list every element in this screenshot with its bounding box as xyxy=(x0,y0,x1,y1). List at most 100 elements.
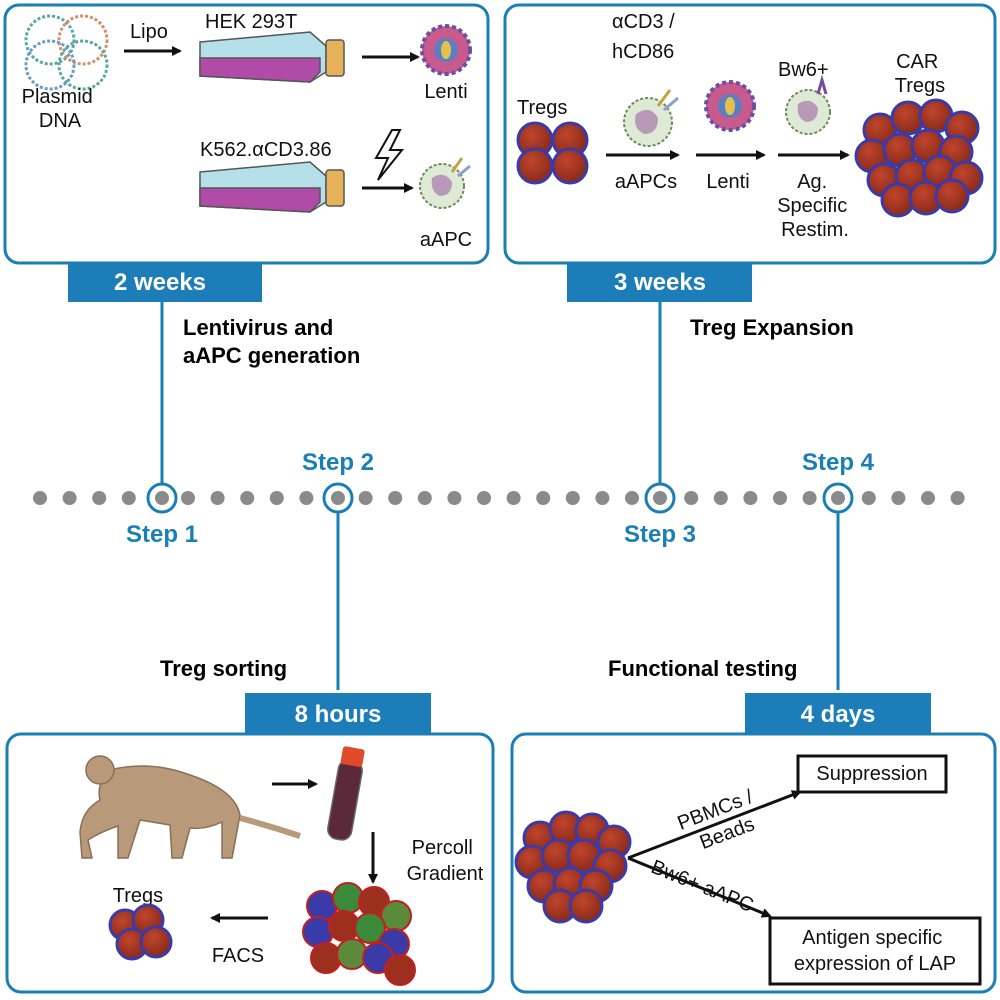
timeline-dot xyxy=(210,491,225,505)
lightning-icon xyxy=(374,129,405,181)
aapc-icon-panel2 xyxy=(623,89,679,147)
timeline-dot xyxy=(536,491,551,505)
duration-8-hours: 8 hours xyxy=(295,701,382,728)
duration-3-weeks: 3 weeks xyxy=(614,269,706,296)
timeline-dot xyxy=(565,491,580,505)
title-functional-testing: Functional testing xyxy=(608,656,797,681)
timeline-dot xyxy=(417,491,432,505)
title-lentivirus-line: Lentivirus and xyxy=(183,315,333,340)
timeline-dot xyxy=(713,491,728,505)
timeline-dot xyxy=(62,491,77,505)
restim-line: Ag. xyxy=(797,171,827,193)
label-plasmid-dna: Plasmid DNA xyxy=(22,86,99,132)
label-k562: K562.αCD3.86 xyxy=(200,139,332,161)
timeline-dot xyxy=(92,491,107,505)
title-lentivirus-generation: Lentivirus and aAPC generation xyxy=(183,315,360,368)
timeline-dot xyxy=(891,491,906,505)
duration-tab-8-hours xyxy=(245,693,431,734)
duration-tab-4-days xyxy=(745,693,931,734)
label-percoll-gradient: Percoll Gradient xyxy=(407,837,484,885)
label-acd3-hcd86: αCD3 / hCD86 xyxy=(612,11,680,63)
sorted-tregs-icon xyxy=(108,903,173,961)
label-pbmcs-beads: PBMCs / Beads xyxy=(674,784,770,859)
arrow-antigen xyxy=(627,856,772,918)
pbmc-mixed-cells-icon xyxy=(302,882,416,986)
label-lipo: Lipo xyxy=(130,21,168,43)
duration-tab-2-weeks xyxy=(68,263,262,302)
timeline-dot xyxy=(506,491,521,505)
treg-cell xyxy=(516,147,554,185)
timeline-dot xyxy=(802,491,817,505)
stim-line: hCD86 xyxy=(612,41,674,63)
lentivirus-icon xyxy=(420,24,472,76)
stim-line: αCD3 / xyxy=(612,11,675,33)
timeline-dot xyxy=(121,491,136,505)
timeline-dot xyxy=(447,491,462,505)
label-suppression: Suppression xyxy=(816,763,927,785)
car-treg-cell xyxy=(934,178,970,214)
timeline-dot xyxy=(625,491,639,505)
car-line: CAR xyxy=(896,51,938,73)
label-ag-specific-restim: Ag. Specific Restim. xyxy=(777,171,853,241)
tregs-cluster-icon xyxy=(516,121,589,185)
restim-line: Specific xyxy=(777,195,847,217)
label-lenti: Lenti xyxy=(424,81,467,103)
flask-icon-hek xyxy=(199,31,345,83)
timeline-dot xyxy=(684,491,699,505)
step4-marker-dot xyxy=(831,491,845,505)
step2-label: Step 2 xyxy=(302,449,374,476)
flask-icon-k562 xyxy=(199,161,345,213)
car-tregs-cluster-icon xyxy=(854,98,984,218)
pbmc-cell xyxy=(384,954,416,986)
bw6-aapc-icon xyxy=(785,74,831,135)
timeline-dot xyxy=(921,491,935,505)
step4-label: Step 4 xyxy=(802,449,875,476)
car-line: Tregs xyxy=(895,75,945,97)
label-bw6: Bw6+ xyxy=(778,59,829,81)
label-car-tregs: CAR Tregs xyxy=(895,51,945,97)
step3-label: Step 3 xyxy=(624,521,696,548)
timeline-dot xyxy=(299,491,314,505)
timeline-dot xyxy=(269,491,284,505)
label-tregs-panel3: Tregs xyxy=(113,885,163,907)
macaque-icon xyxy=(79,755,301,859)
timeline-dot xyxy=(181,491,195,505)
duration-4-days: 4 days xyxy=(801,701,876,728)
timeline-dot xyxy=(358,491,373,505)
label-hek-293t: HEK 293T xyxy=(205,11,297,33)
percoll-line: Percoll xyxy=(412,837,473,859)
timeline-dot xyxy=(33,491,47,505)
label-aapcs: aAPCs xyxy=(615,171,677,193)
timeline-dot xyxy=(950,491,965,505)
title-lentivirus-line: aAPC generation xyxy=(183,343,360,368)
label-antigen-specific: Antigen specific expression of LAP xyxy=(794,927,956,975)
label-facs: FACS xyxy=(212,945,264,967)
arrow-suppression xyxy=(627,790,802,860)
percoll-line: Gradient xyxy=(407,863,484,885)
plasmid-line: DNA xyxy=(39,110,82,132)
title-treg-expansion: Treg Expansion xyxy=(690,315,854,340)
timeline-dot xyxy=(477,491,491,505)
antigen-box xyxy=(768,916,982,986)
timeline-dot xyxy=(388,491,403,505)
title-treg-sorting: Treg sorting xyxy=(160,656,287,681)
restim-line: Restim. xyxy=(781,219,849,241)
label-tregs-panel2: Tregs xyxy=(517,97,567,119)
pbmc-cell xyxy=(332,882,364,914)
sorted-treg-cell xyxy=(139,925,173,959)
antigen-line: Antigen specific xyxy=(802,927,942,949)
timeline-dot xyxy=(861,491,876,505)
timeline-dot xyxy=(595,491,610,505)
duration-tab-3-weeks xyxy=(567,263,752,302)
timeline-dot xyxy=(743,491,758,505)
timeline-dots xyxy=(33,491,965,505)
timeline-dot xyxy=(240,491,255,505)
step1-label: Step 1 xyxy=(126,521,198,548)
pbmc-cell xyxy=(310,942,342,974)
step2-marker-dot xyxy=(331,491,345,505)
plasmid-line: Plasmid xyxy=(22,86,93,108)
pbmc-cell xyxy=(336,938,368,970)
aapc-icon xyxy=(419,157,471,209)
pbmc-cell xyxy=(354,912,386,944)
